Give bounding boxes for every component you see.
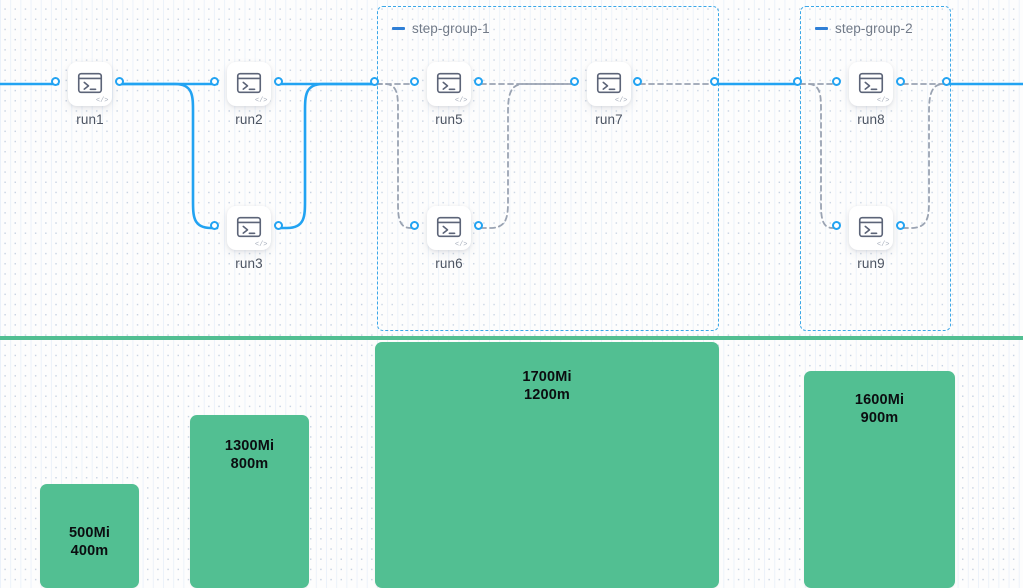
code-badge-icon: </>	[254, 241, 268, 249]
node-run7[interactable]: </>	[587, 62, 631, 106]
bar-3-cpu-label: 1200m	[524, 387, 570, 403]
handle-run9-left[interactable]	[832, 221, 841, 230]
step-group-2-header[interactable]: step-group-2	[815, 21, 913, 36]
node-label-run3: run3	[235, 256, 263, 271]
bar-4-memory-label: 1600Mi	[854, 392, 905, 408]
handle-group2-in-left[interactable]	[793, 77, 802, 86]
code-badge-icon: </>	[254, 97, 268, 105]
bar-2-memory-label: 1300Mi	[224, 438, 275, 454]
step-group-1-label: step-group-1	[412, 21, 490, 36]
handle-run1-left[interactable]	[51, 77, 60, 86]
code-badge-icon: </>	[876, 97, 890, 105]
handle-run5-left[interactable]	[410, 77, 419, 86]
terminal-icon	[77, 72, 103, 94]
code-badge-icon: </>	[454, 97, 468, 105]
handle-run5-right[interactable]	[474, 77, 483, 86]
node-run8[interactable]: </>	[849, 62, 893, 106]
handle-run2-left[interactable]	[210, 77, 219, 86]
node-label-run5: run5	[435, 112, 463, 127]
terminal-icon	[596, 72, 622, 94]
resource-bar-1[interactable]: 500Mi 400m	[40, 484, 139, 588]
node-label-run8: run8	[857, 112, 885, 127]
handle-group1-out-right[interactable]	[710, 77, 719, 86]
bar-1-memory-label: 500Mi	[68, 525, 111, 541]
node-run2[interactable]: </>	[227, 62, 271, 106]
resource-bar-4[interactable]: 1600Mi 900m	[804, 371, 955, 588]
handle-run6-right[interactable]	[474, 221, 483, 230]
code-badge-icon: </>	[614, 97, 628, 105]
handle-run8-right[interactable]	[896, 77, 905, 86]
handle-run2-right[interactable]	[274, 77, 283, 86]
terminal-icon	[436, 216, 462, 238]
bar-4-cpu-label: 900m	[860, 410, 899, 426]
node-label-run1: run1	[76, 112, 104, 127]
code-badge-icon: </>	[454, 241, 468, 249]
bar-2-cpu-label: 800m	[230, 456, 269, 472]
bar-3-memory-label: 1700Mi	[522, 369, 572, 385]
code-badge-icon: </>	[95, 97, 109, 105]
node-run1[interactable]: </>	[68, 62, 112, 106]
handle-run6-left[interactable]	[410, 221, 419, 230]
handle-run3-left[interactable]	[210, 221, 219, 230]
terminal-icon	[436, 72, 462, 94]
node-label-run9: run9	[857, 256, 885, 271]
step-group-2-label: step-group-2	[835, 21, 913, 36]
terminal-icon	[858, 216, 884, 238]
terminal-icon	[236, 72, 262, 94]
minus-dash-icon[interactable]	[815, 27, 828, 30]
handle-run8-left[interactable]	[832, 77, 841, 86]
code-badge-icon: </>	[876, 241, 890, 249]
minus-dash-icon[interactable]	[392, 27, 405, 30]
handle-group1-in-left[interactable]	[370, 77, 379, 86]
node-run5[interactable]: </>	[427, 62, 471, 106]
handle-run7-left[interactable]	[570, 77, 579, 86]
node-run6[interactable]: </>	[427, 206, 471, 250]
node-run9[interactable]: </>	[849, 206, 893, 250]
resource-bar-2[interactable]: 1300Mi 800m	[190, 415, 309, 588]
terminal-icon	[236, 216, 262, 238]
node-label-run2: run2	[235, 112, 263, 127]
resource-bar-3[interactable]: 1700Mi 1200m	[375, 342, 719, 588]
node-label-run6: run6	[435, 256, 463, 271]
handle-group2-out-right[interactable]	[942, 77, 951, 86]
node-label-run7: run7	[595, 112, 623, 127]
node-run3[interactable]: </>	[227, 206, 271, 250]
handle-run3-right[interactable]	[274, 221, 283, 230]
handle-run1-right[interactable]	[115, 77, 124, 86]
handle-run7-right[interactable]	[633, 77, 642, 86]
step-group-1-header[interactable]: step-group-1	[392, 21, 490, 36]
handle-run9-right[interactable]	[896, 221, 905, 230]
terminal-icon	[858, 72, 884, 94]
bar-1-cpu-label: 400m	[70, 543, 109, 559]
